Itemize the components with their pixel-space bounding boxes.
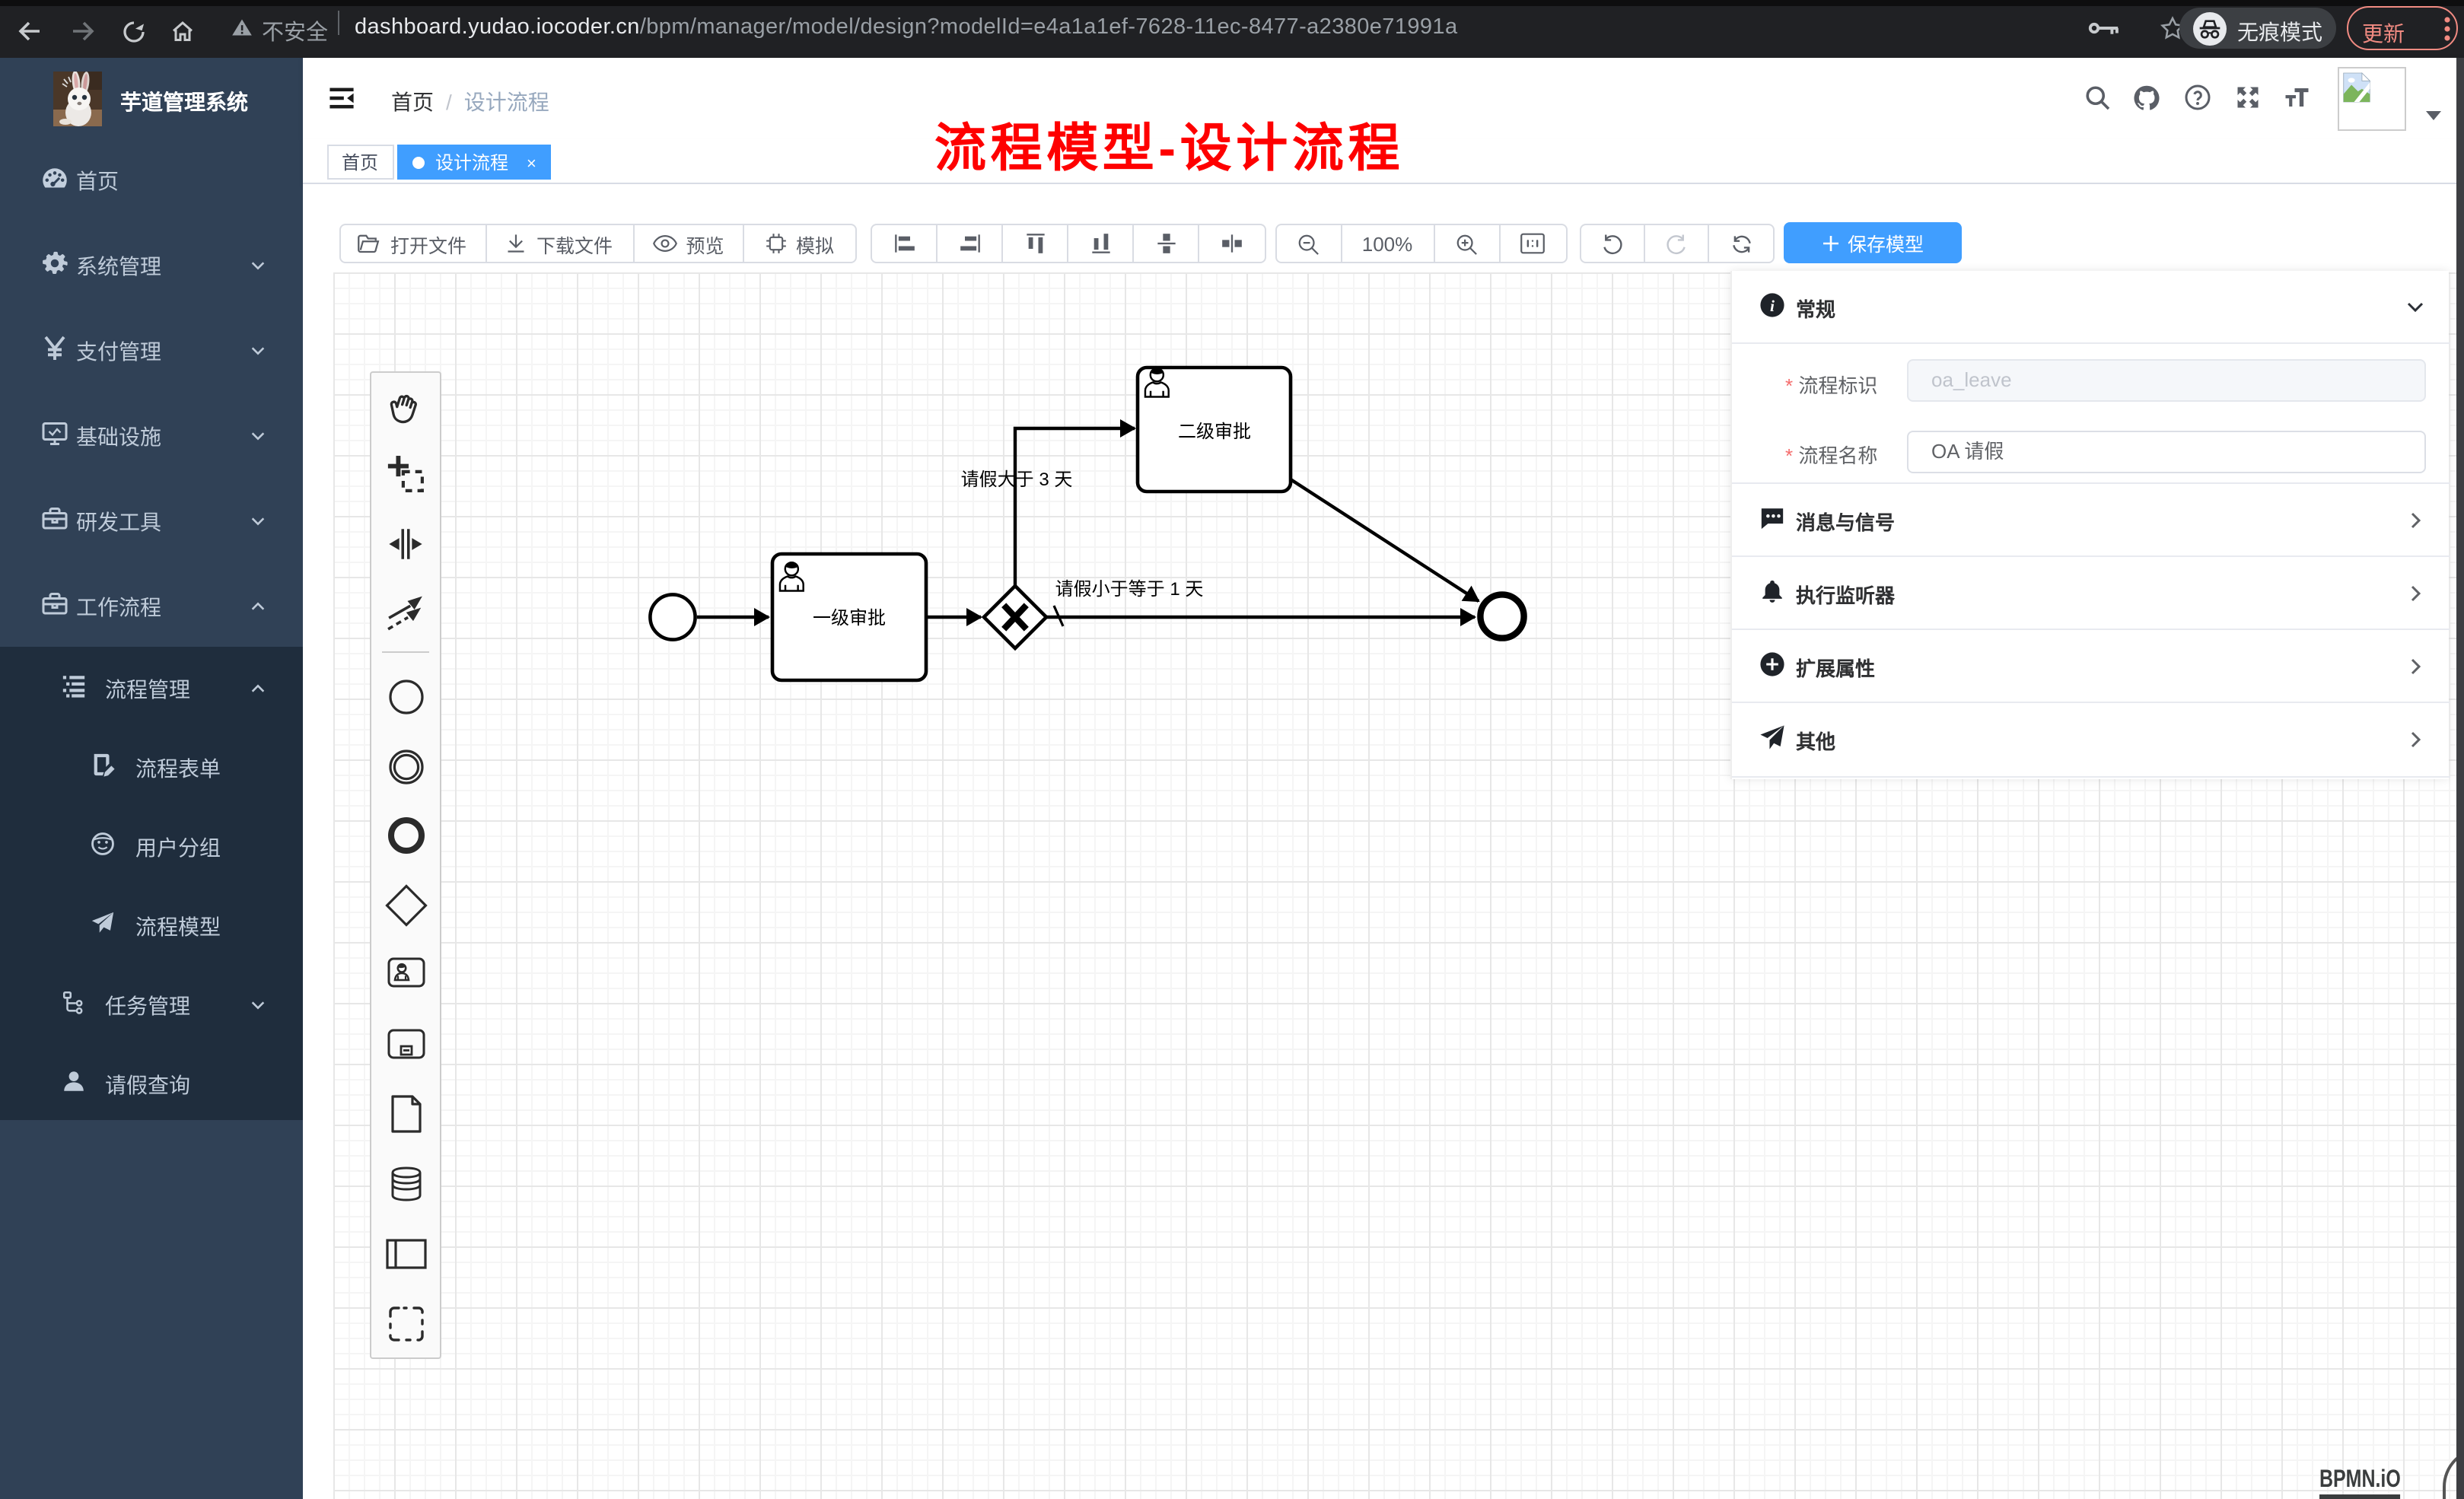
svg-text:一级审批: 一级审批 [813,608,886,629]
svg-text:请假大于 3 天: 请假大于 3 天 [961,469,1073,490]
svg-text:二级审批: 二级审批 [1178,422,1251,442]
svg-text:请假小于等于 1 天: 请假小于等于 1 天 [1055,579,1204,600]
svg-text:i: i [1770,296,1775,314]
